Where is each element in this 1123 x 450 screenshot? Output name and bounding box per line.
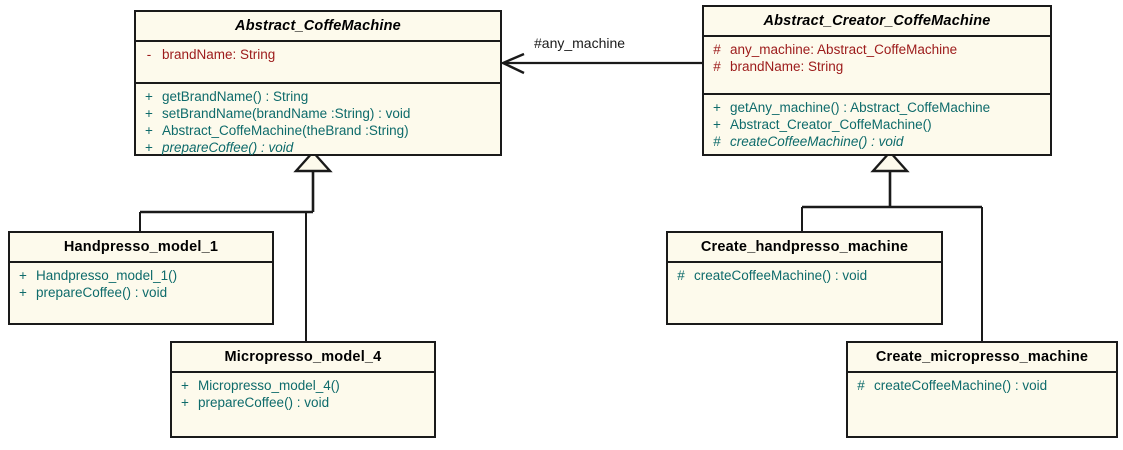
method-text: prepareCoffee() : void (162, 140, 294, 155)
method-row: + prepareCoffee() : void (138, 139, 498, 156)
method-text: Abstract_CoffeMachine(theBrand :String) (162, 123, 409, 138)
method-text: prepareCoffee() : void (36, 285, 168, 300)
visibility-marker: # (713, 134, 721, 149)
method-row: + Handpresso_model_1() (12, 267, 270, 284)
method-row: + getBrandName() : String (138, 88, 498, 105)
visibility-marker: # (857, 378, 865, 393)
method-row: # createCoffeeMachine() : void (670, 267, 939, 284)
method-text: Handpresso_model_1() (36, 268, 178, 283)
attribute-text: any_machine: Abstract_CoffeMachine (730, 42, 958, 57)
method-row: + prepareCoffee() : void (174, 394, 432, 411)
class-abstract-coffe-machine[interactable]: Abstract_CoffeMachine - brandName: Strin… (134, 10, 502, 156)
visibility-marker: + (181, 378, 189, 393)
attributes-compartment: # any_machine: Abstract_CoffeMachine # b… (704, 37, 1050, 95)
visibility-marker: # (677, 268, 685, 283)
class-create-micropresso-machine[interactable]: Create_micropresso_machine # createCoffe… (846, 341, 1118, 438)
visibility-marker: + (145, 140, 153, 155)
visibility-marker: + (145, 106, 153, 121)
visibility-marker: + (19, 268, 27, 283)
methods-compartment: + getAny_machine() : Abstract_CoffeMachi… (704, 95, 1050, 154)
class-name-micropresso-model-4: Micropresso_model_4 (172, 343, 434, 373)
methods-compartment: # createCoffeeMachine() : void (848, 373, 1116, 398)
method-row: + Abstract_CoffeMachine(theBrand :String… (138, 122, 498, 139)
method-row: + Micropresso_model_4() (174, 377, 432, 394)
method-text: Abstract_Creator_CoffeMachine() (730, 117, 932, 132)
visibility-marker: # (713, 42, 721, 57)
method-row: + prepareCoffee() : void (12, 284, 270, 301)
method-text: getAny_machine() : Abstract_CoffeMachine (730, 100, 991, 115)
visibility-marker: + (145, 89, 153, 104)
attribute-row: # brandName: String (706, 58, 1048, 75)
method-text: createCoffeeMachine() : void (694, 268, 868, 283)
class-name-abstract-coffe-machine: Abstract_CoffeMachine (136, 12, 500, 42)
visibility-marker: - (146, 47, 152, 62)
method-row: # createCoffeeMachine() : void (706, 133, 1048, 150)
class-name-abstract-creator-coffe-machine: Abstract_Creator_CoffeMachine (704, 7, 1050, 37)
class-create-handpresso-machine[interactable]: Create_handpresso_machine # createCoffee… (666, 231, 943, 325)
visibility-marker: # (713, 59, 721, 74)
methods-compartment: + Micropresso_model_4() + prepareCoffee(… (172, 373, 434, 415)
visibility-marker: + (713, 117, 721, 132)
method-text: prepareCoffee() : void (198, 395, 330, 410)
visibility-marker: + (181, 395, 189, 410)
visibility-marker: + (145, 123, 153, 138)
class-name-create-micropresso-machine: Create_micropresso_machine (848, 343, 1116, 373)
attribute-text: brandName: String (162, 47, 276, 62)
method-text: Micropresso_model_4() (198, 378, 340, 393)
method-row: + getAny_machine() : Abstract_CoffeMachi… (706, 99, 1048, 116)
attribute-text: brandName: String (730, 59, 844, 74)
method-row: # createCoffeeMachine() : void (850, 377, 1114, 394)
class-name-create-handpresso-machine: Create_handpresso_machine (668, 233, 941, 263)
methods-compartment: + Handpresso_model_1() + prepareCoffee()… (10, 263, 272, 305)
method-text: getBrandName() : String (162, 89, 309, 104)
method-text: createCoffeeMachine() : void (730, 134, 904, 149)
class-abstract-creator-coffe-machine[interactable]: Abstract_Creator_CoffeMachine # any_mach… (702, 5, 1052, 156)
association-label-any-machine: #any_machine (534, 35, 626, 51)
methods-compartment: # createCoffeeMachine() : void (668, 263, 941, 288)
attribute-row: - brandName: String (138, 46, 498, 63)
class-handpresso-model-1[interactable]: Handpresso_model_1 + Handpresso_model_1(… (8, 231, 274, 325)
attribute-row: # any_machine: Abstract_CoffeMachine (706, 41, 1048, 58)
method-text: setBrandName(brandName :String) : void (162, 106, 411, 121)
visibility-marker: + (19, 285, 27, 300)
visibility-marker: + (713, 100, 721, 115)
method-row: + setBrandName(brandName :String) : void (138, 105, 498, 122)
association-any-machine-edge (500, 52, 702, 75)
methods-compartment: + getBrandName() : String + setBrandName… (136, 84, 500, 160)
class-micropresso-model-4[interactable]: Micropresso_model_4 + Micropresso_model_… (170, 341, 436, 438)
method-row: + Abstract_Creator_CoffeMachine() (706, 116, 1048, 133)
class-name-handpresso-model-1: Handpresso_model_1 (10, 233, 272, 263)
attributes-compartment: - brandName: String (136, 42, 500, 84)
method-text: createCoffeeMachine() : void (874, 378, 1048, 393)
